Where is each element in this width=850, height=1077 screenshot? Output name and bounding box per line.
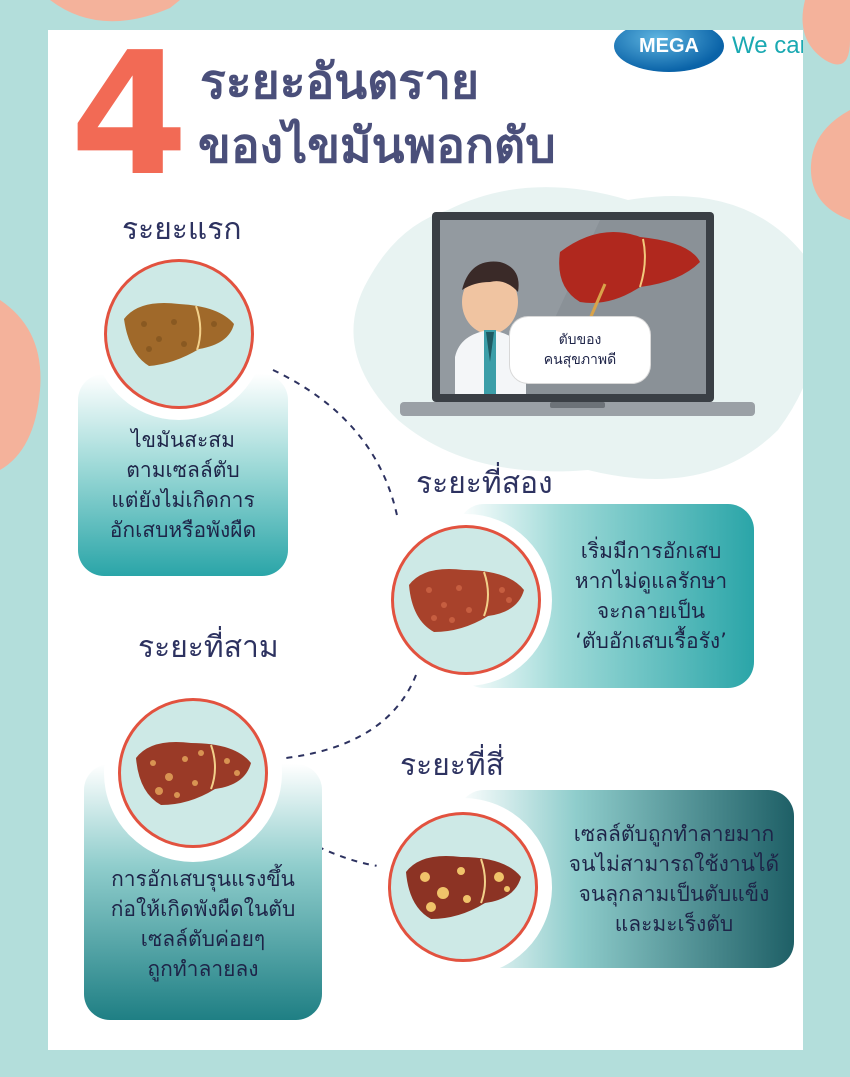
speech-line-1: ตับของ — [558, 332, 602, 348]
mega-logo-badge: MEGA — [614, 30, 724, 72]
doctor-icon — [455, 261, 526, 394]
stage-2-description: เริ่มมีการอักเสบ หากไม่ดูแลรักษา จะกลายเ… — [574, 539, 728, 653]
stage-1-description-card: ไขมันสะสม ตามเซลล์ตับ แต่ยังไม่เกิดการ อ… — [78, 374, 288, 576]
stage-3-description: การอักเสบรุนแรงขึ้น ก่อให้เกิดพังผืดในตั… — [110, 867, 296, 981]
doctor-speech-bubble: ตับของ คนสุขภาพดี — [510, 317, 650, 383]
stage-1-liver-circle — [93, 248, 265, 420]
headline-line-1: ระยะอันตราย — [200, 54, 480, 110]
decor-blob-top-right — [802, 0, 850, 65]
decor-blob-left — [0, 300, 41, 470]
headline-line-2: ของไขมันพอกตับ — [198, 118, 556, 174]
stage-2-title: ระยะที่สอง — [416, 466, 553, 501]
decor-blob-top-left — [50, 0, 180, 22]
stage-4-liver-icon — [406, 856, 521, 919]
mega-logo-tagline: We care — [732, 32, 803, 59]
stage-2-liver-icon — [409, 569, 524, 632]
stage-4-liver-circle — [374, 798, 552, 976]
stage-4-title: ระยะที่สี่ — [400, 748, 505, 783]
mega-logo: MEGA We care — [614, 30, 803, 80]
stage-1-liver-icon — [124, 303, 234, 366]
decor-blob-right — [810, 110, 850, 220]
stage-4-description: เซลล์ตับถูกทำลายมาก จนไม่สามารถใช้งานได้… — [568, 822, 780, 936]
stage-3-title: ระยะที่สาม — [138, 630, 279, 665]
connector-lines — [272, 369, 417, 867]
stage-1-title: ระยะแรก — [122, 212, 242, 247]
healthy-liver-icon — [559, 232, 700, 303]
stage-1-description: ไขมันสะสม ตามเซลล์ตับ แต่ยังไม่เกิดการ อ… — [109, 428, 257, 542]
speech-line-2: คนสุขภาพดี — [543, 352, 617, 368]
stage-3-liver-icon — [136, 742, 251, 805]
infographic-card: 4 ระยะอันตราย ของไขมันพอกตับ MEGA We car… — [48, 30, 803, 1050]
stage-count-number: 4 — [70, 30, 188, 214]
stage-2-liver-circle — [380, 514, 552, 686]
stage-3-liver-circle — [104, 684, 282, 862]
